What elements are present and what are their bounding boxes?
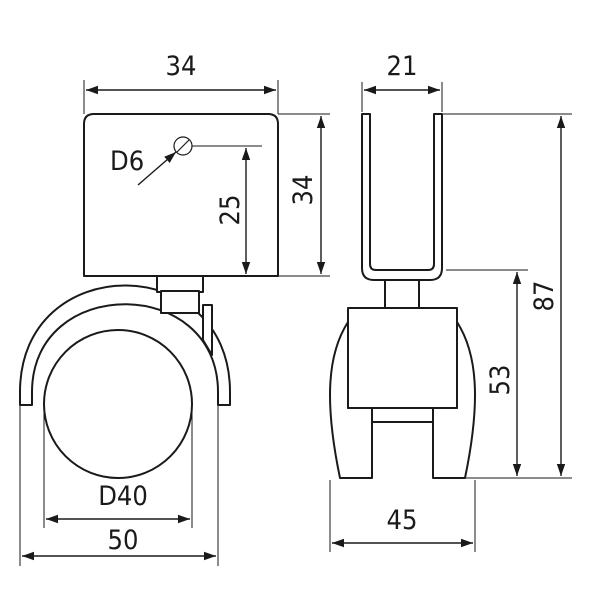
label-total-height: 87 <box>529 281 560 312</box>
d6-leader <box>137 151 177 186</box>
label-bracket-width: 21 <box>387 51 418 82</box>
label-front-height: 34 <box>288 175 319 206</box>
label-base-height: 53 <box>485 365 516 396</box>
u-bracket <box>361 113 443 281</box>
front-view: 34 D6 25 34 D40 50 <box>19 51 330 566</box>
side-view: 21 87 53 45 <box>329 51 572 552</box>
axle-block <box>371 407 434 423</box>
neck-front <box>202 304 213 356</box>
base-right-leg <box>432 321 476 479</box>
base-body <box>347 307 458 409</box>
wheel-housing <box>19 284 231 406</box>
mount-block-front <box>83 113 279 277</box>
label-front-width: 34 <box>166 51 197 82</box>
stem-front <box>156 275 204 293</box>
wheel <box>43 329 193 479</box>
label-wheel-diameter: D40 <box>98 481 148 512</box>
label-wheel-width: 50 <box>108 525 139 556</box>
base-left-leg <box>329 321 373 479</box>
label-base-width: 45 <box>387 505 418 536</box>
label-pin-length: 25 <box>215 195 246 226</box>
stem-front-lower <box>160 290 200 314</box>
stem-side <box>384 279 420 309</box>
label-pin-diameter: D6 <box>110 146 144 177</box>
